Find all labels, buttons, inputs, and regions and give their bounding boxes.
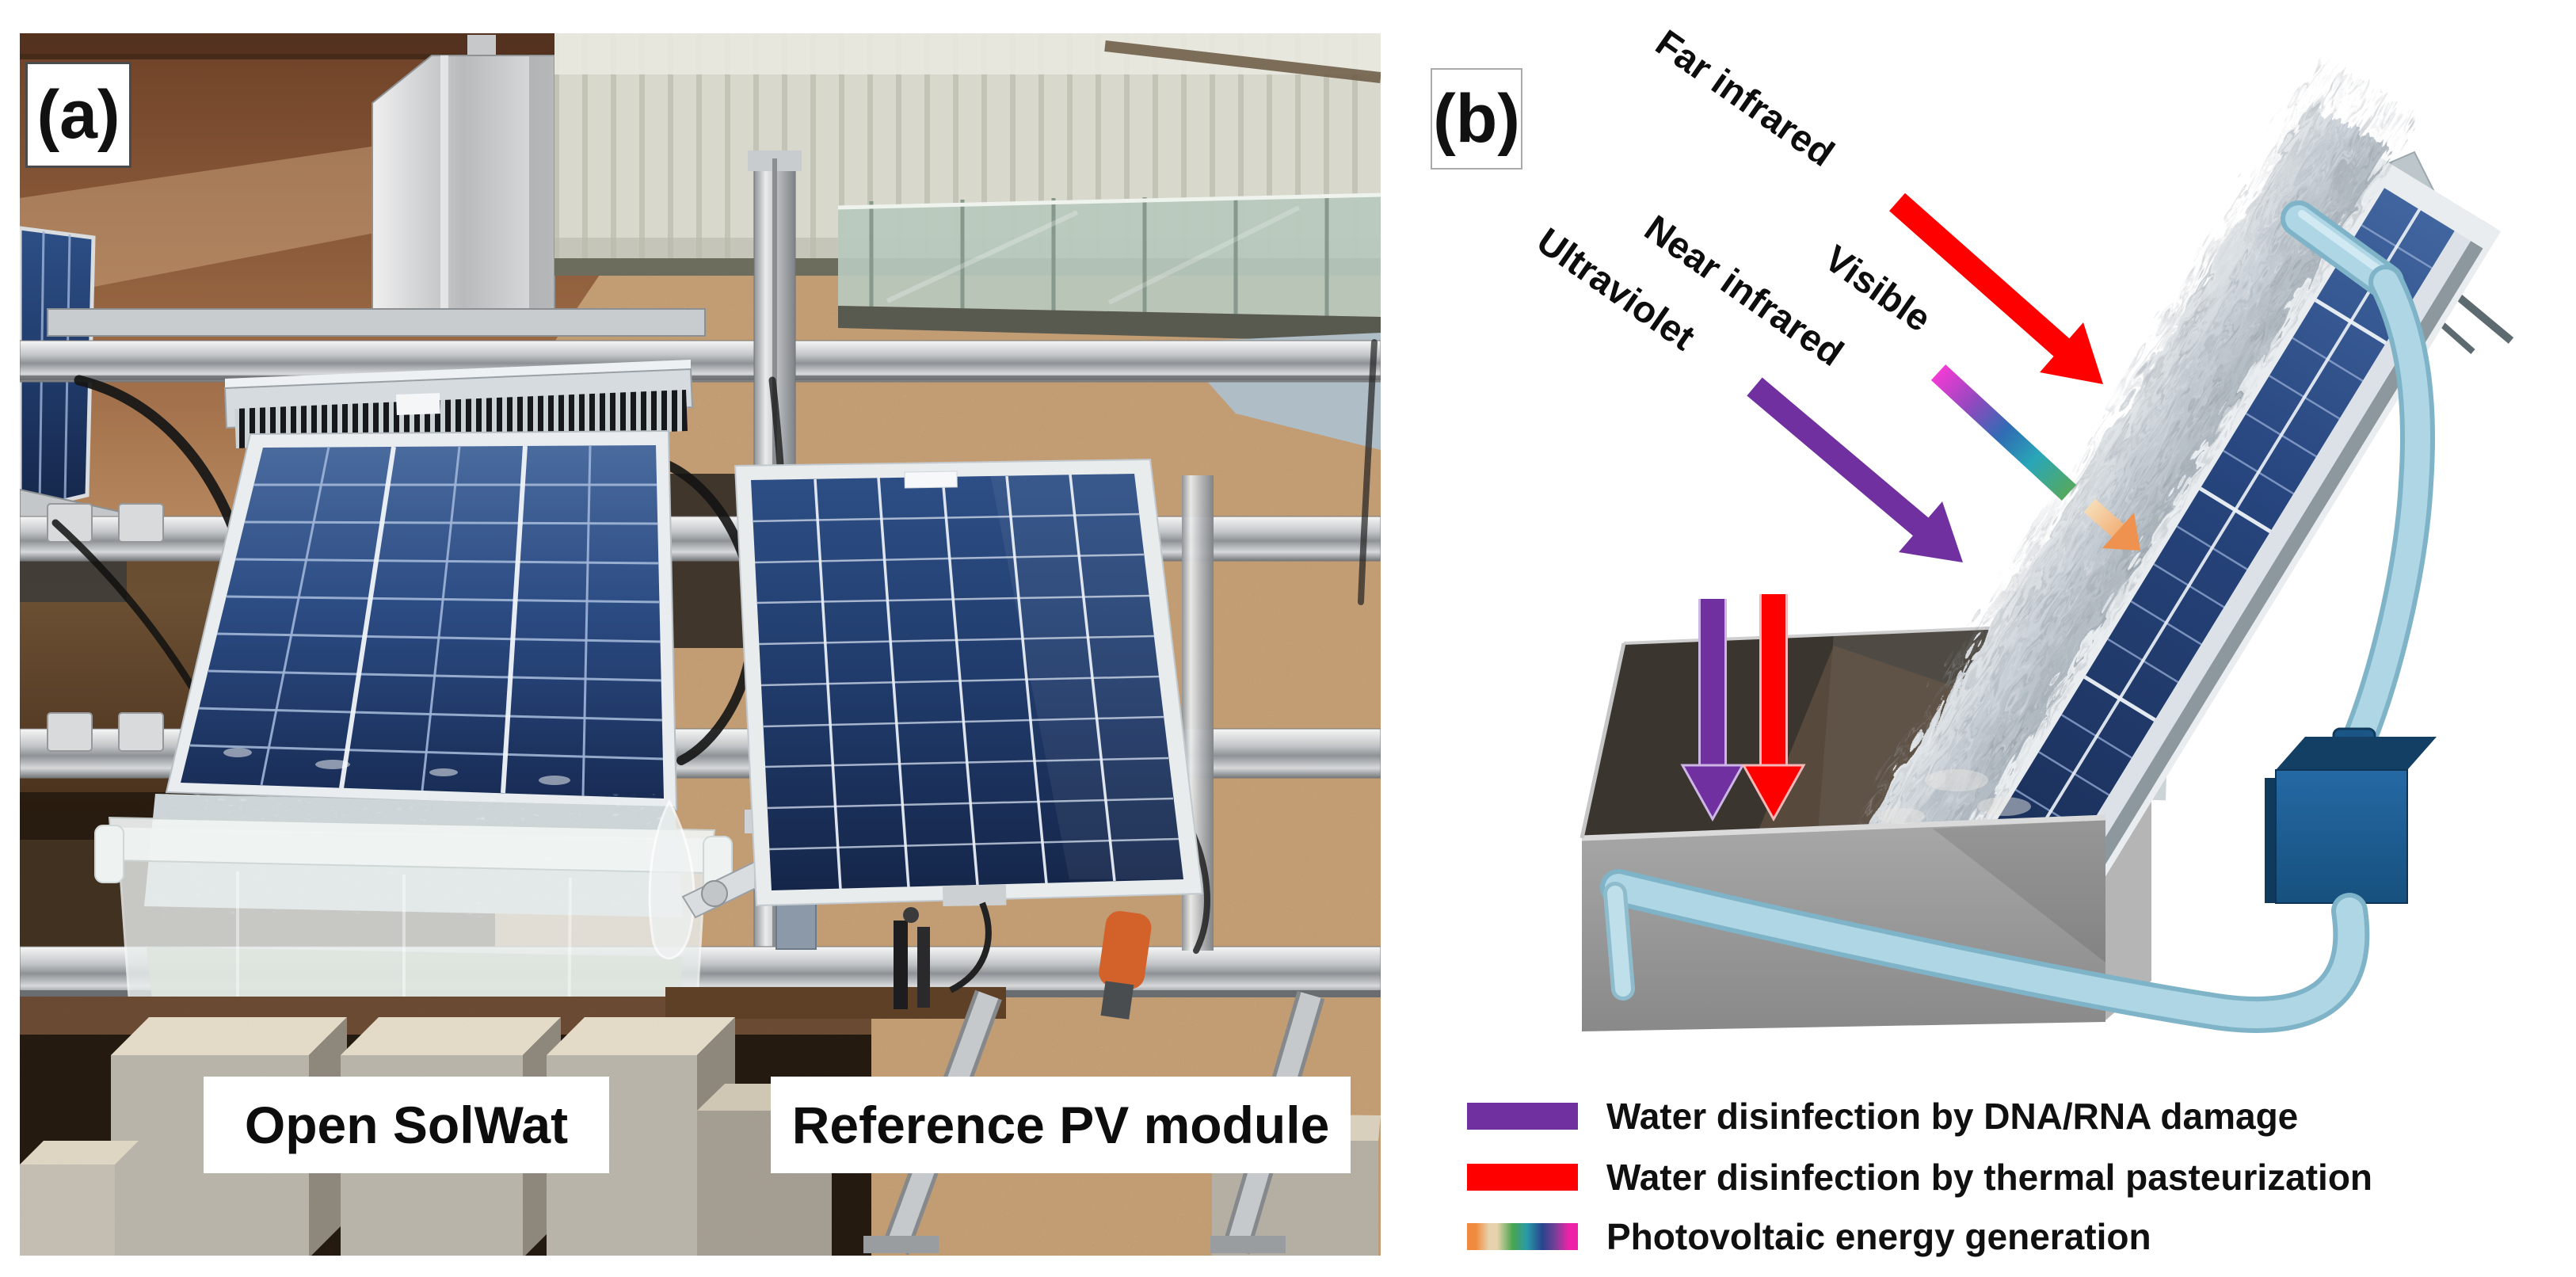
drain-hose [648, 799, 695, 960]
thermal-swatch [1467, 1164, 1578, 1191]
riser-pipe [2337, 265, 2435, 768]
pv-panel [1848, 105, 2502, 947]
open-solwat-label: Open SolWat [204, 1077, 609, 1173]
orange-arrow [2083, 498, 2140, 551]
legend-row-uv: Water disinfection by DNA/RNA damage [1467, 1091, 2298, 1142]
red-arrow [1889, 193, 2103, 384]
panel-b-diagram [1580, 105, 2514, 1033]
solwat-pv-panel [165, 429, 678, 811]
uv-swatch [1467, 1103, 1578, 1130]
reference-pv-module [734, 458, 1204, 993]
reference-pv-label: Reference PV module [771, 1077, 1351, 1173]
splash [1877, 769, 2031, 824]
legend-row-pv: Photovoltaic energy generation [1467, 1211, 2151, 1262]
water-film [1848, 105, 2380, 892]
legend-label-uv: Water disinfection by DNA/RNA damage [1606, 1096, 2299, 1137]
panel-a-tag: (a) [25, 62, 131, 168]
uv-arrow [1747, 377, 1963, 562]
water-container [94, 794, 802, 1074]
pv-swatch [1467, 1223, 1578, 1250]
pump [2265, 727, 2437, 904]
uv-down-arrow [1680, 599, 1745, 822]
legend-label-pv: Photovoltaic energy generation [1606, 1216, 2151, 1257]
metal-cabinet [372, 35, 555, 330]
open-solwat-device [94, 360, 802, 1074]
return-pipe [1600, 869, 2370, 1033]
thermal-down-arrow [1741, 594, 1806, 822]
sunlight-arrows [1680, 193, 2140, 822]
panel-a-photo [20, 33, 1381, 1256]
water-distribution-pipe [2281, 200, 2404, 300]
spectrum-beam [1930, 364, 2077, 501]
legend-label-thermal: Water disinfection by thermal pasteuriza… [1606, 1157, 2373, 1198]
panel-b-tag: (b) [1431, 68, 1522, 170]
legend-row-thermal: Water disinfection by thermal pasteuriza… [1467, 1152, 2372, 1203]
